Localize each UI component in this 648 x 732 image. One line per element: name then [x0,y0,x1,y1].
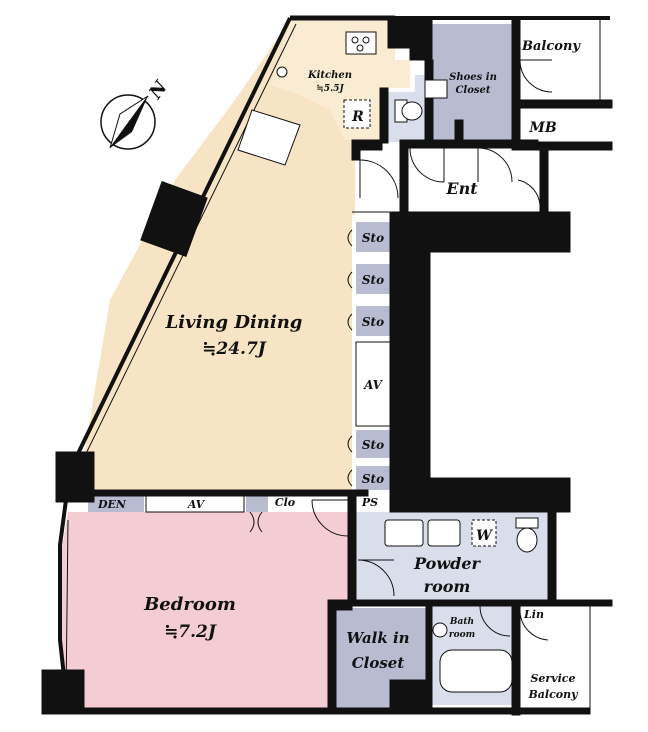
service-balcony-label-2: Balcony [527,688,579,701]
compass-north-label: N [145,76,173,104]
entrance-label: Ent [445,179,478,198]
bedroom-area [58,512,352,710]
linen-label: Lin [523,608,544,621]
ps-label: PS [361,496,378,509]
storage-label-4: Sto [362,438,384,452]
walk-in-closet-label-1: Walk in [346,629,409,647]
av-cabinet-living [355,341,391,427]
kitchen-fixtures [237,31,377,166]
clo-label: Clo [275,496,295,509]
powder-room-label-2: room [424,577,471,596]
kitchen-area-label: ≒5.5J [316,84,344,94]
mb-label: MB [528,120,556,136]
bedroom-area-label: ≒7.2J [164,622,217,642]
shoes-closet-label-1: Shoes in [449,72,497,83]
bedroom-label: Bedroom [143,594,236,615]
room-labels: Kitchen ≒5.5J R Balcony Shoes in Closet … [97,39,581,701]
bath-room-label-2: room [449,630,475,640]
den-label: DEN [97,498,127,511]
av-label-living: AV [363,378,383,392]
storage-label-2: Sto [362,273,384,287]
clo-cabinet [246,494,268,512]
storage-cabinets [356,222,390,490]
walls [41,15,613,716]
storage-label-5: Sto [362,472,384,486]
refrigerator-label: R [351,109,364,125]
balcony-label: Balcony [521,39,581,54]
living-dining-area [78,20,410,495]
storage-label-3: Sto [362,315,384,329]
washer-label: W [476,528,493,544]
storage-label-1: Sto [362,231,384,245]
plumbing-fixtures [384,79,539,693]
window-frames [65,18,601,713]
shoes-closet-label-2: Closet [455,85,490,96]
av-label-bedroom: AV [187,498,206,511]
door-swings [249,59,553,641]
service-balcony-label-1: Service [530,672,575,685]
compass: N [100,76,173,150]
walk-in-closet-label-2: Closet [352,654,405,672]
living-dining-area-label: ≒24.7J [202,339,267,359]
den-cabinet [88,494,144,512]
bath-room-label-1: Bath [449,617,474,627]
kitchen-label: Kitchen [307,70,352,81]
living-dining-label: Living Dining [165,312,303,333]
powder-room-label-1: Powder [413,554,481,573]
